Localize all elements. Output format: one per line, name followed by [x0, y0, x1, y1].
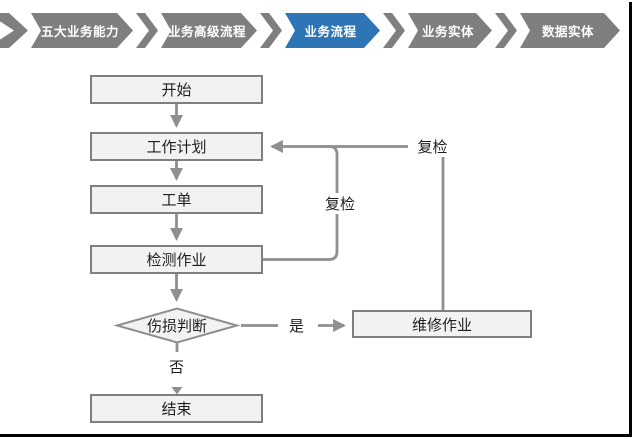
tab-business-entity[interactable]: 业务实体 [408, 13, 492, 48]
chevron-separator-icon [495, 13, 517, 48]
edge-label-yes: 是 [283, 315, 310, 335]
node-repair-job: 维修作业 [352, 310, 532, 338]
tab-business-highlevel-process[interactable]: 业务高级流程 [161, 13, 257, 48]
chevron-separator-icon [383, 13, 405, 48]
edge-label-recheck-outer: 复检 [408, 136, 457, 157]
node-work-order: 工单 [90, 185, 263, 214]
edge-label-recheck-inner: 复检 [317, 193, 363, 214]
frame-right-border [629, 2, 632, 437]
chevron-separator-icon [136, 13, 158, 48]
node-damage-decision: 伤损判断 [146, 318, 207, 335]
node-work-plan: 工作计划 [90, 132, 263, 161]
breadcrumb: 五大业务能力 业务高级流程 业务流程 业务实体 数据实体 [0, 13, 620, 48]
chevron-lead-icon [0, 13, 28, 48]
node-inspection-job: 检测作业 [90, 245, 263, 274]
chevron-separator-icon [260, 13, 282, 48]
loop-repair-recheck [270, 140, 445, 310]
tab-data-entity[interactable]: 数据实体 [520, 13, 620, 48]
frame-bottom-border [0, 434, 632, 437]
node-end: 结束 [90, 394, 263, 423]
tab-business-process-active[interactable]: 业务流程 [285, 13, 380, 48]
node-start: 开始 [90, 75, 263, 104]
edge-label-no: 否 [163, 356, 190, 376]
tab-five-business-capabilities[interactable]: 五大业务能力 [31, 13, 133, 48]
